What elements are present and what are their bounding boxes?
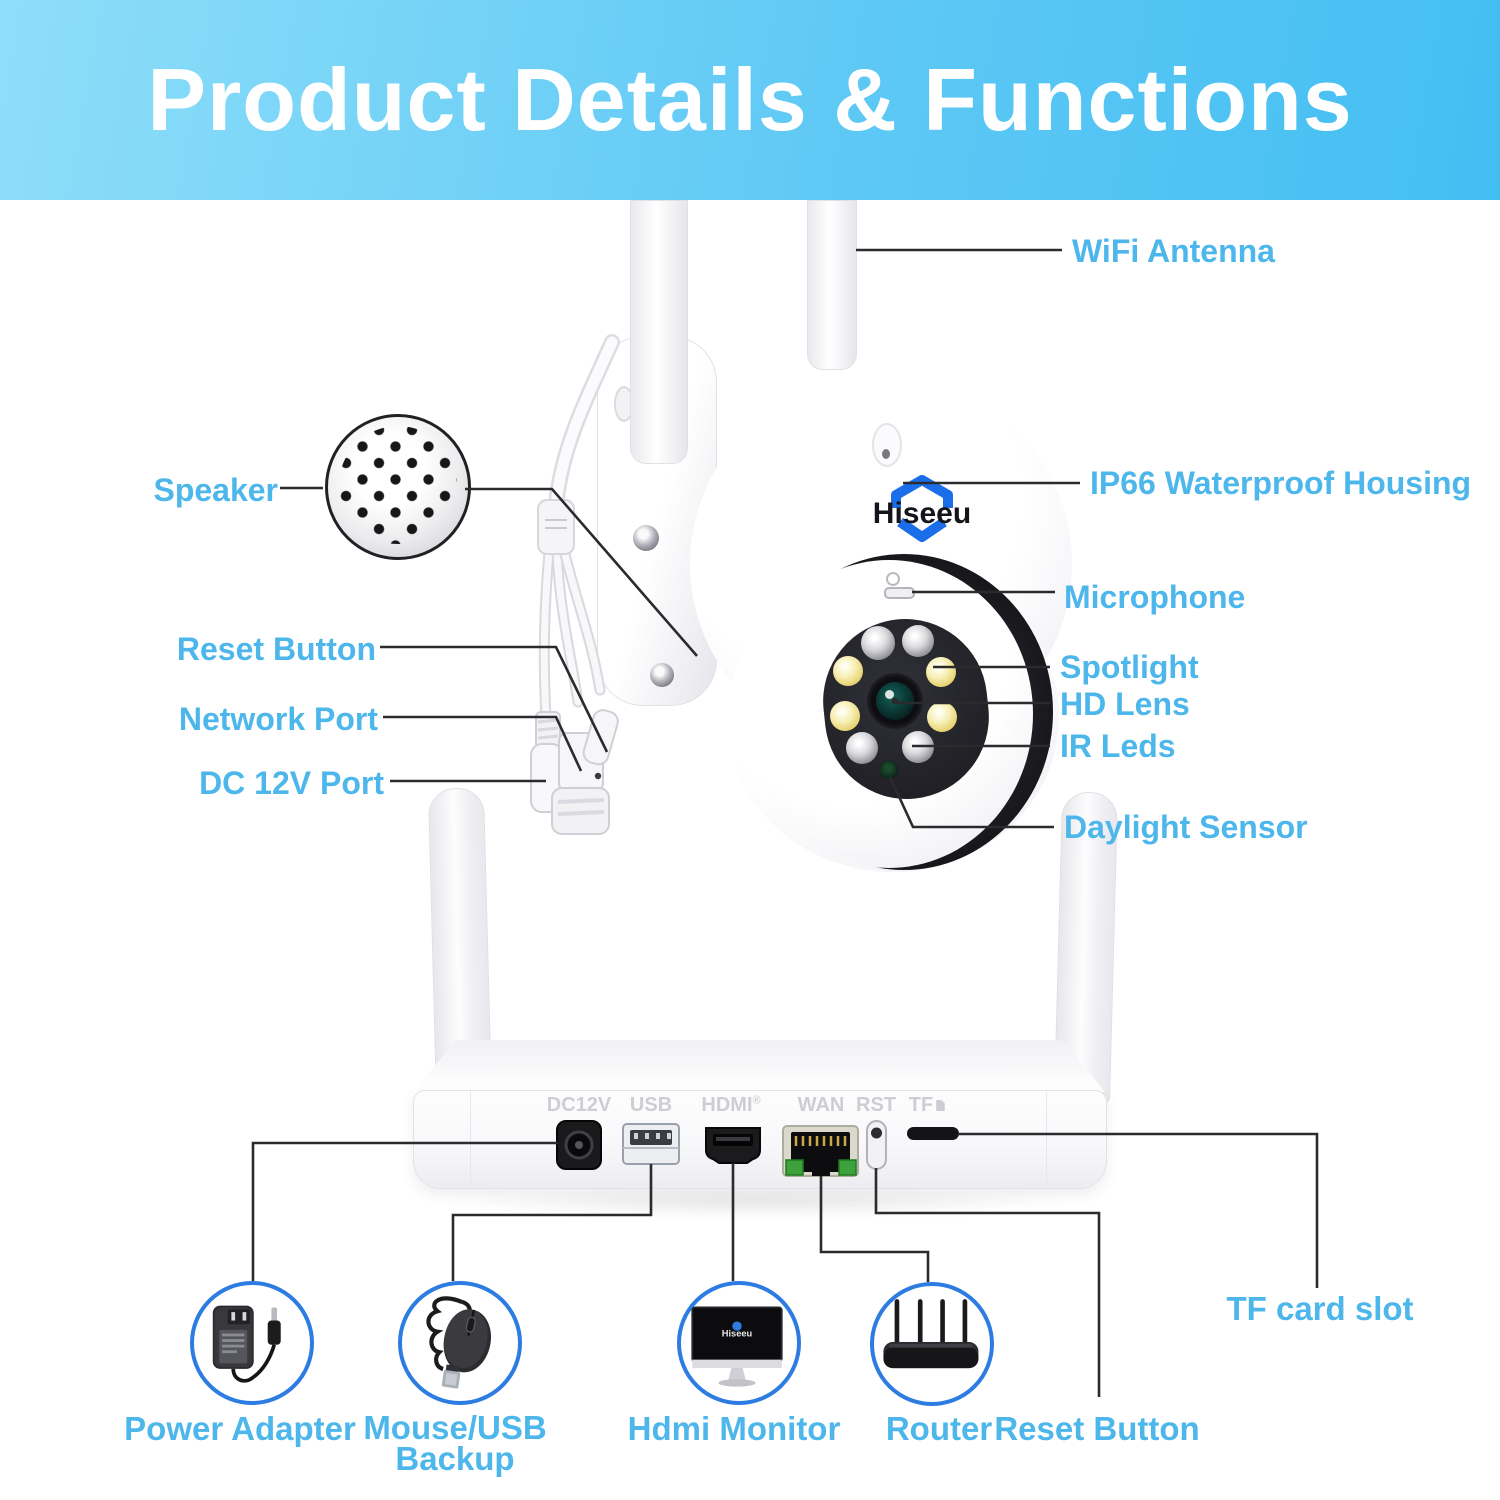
- hd-lens-glass: [876, 682, 914, 720]
- reset-button-line: [380, 645, 609, 753]
- network-port-line: [383, 715, 583, 772]
- label-daylight-sensor: Daylight Sensor: [1064, 809, 1308, 845]
- shield-bottom-icon: [897, 517, 947, 542]
- monitor-circle: Hiseeu: [677, 1281, 801, 1405]
- label-speaker: Speaker: [153, 472, 278, 508]
- camera-wifi-antenna-right: [807, 200, 857, 370]
- label-mouse-usb-backup: Mouse/USB Backup: [363, 1409, 547, 1477]
- spotlight-led: [830, 701, 860, 731]
- label-wifi-antenna: WiFi Antenna: [1072, 233, 1275, 269]
- label-network-port: Network Port: [178, 701, 378, 737]
- label-ip66-housing: IP66 Waterproof Housing: [1090, 465, 1472, 501]
- label-microphone: Microphone: [1064, 579, 1246, 615]
- lens-glint: [885, 690, 894, 699]
- hdmi-registered-mark: ®: [752, 1094, 761, 1107]
- power-adapter-icon: [212, 1305, 281, 1383]
- label-spotlight: Spotlight: [1060, 649, 1199, 685]
- ir-led: [846, 732, 878, 764]
- label-hd-lens: HD Lens: [1060, 686, 1190, 722]
- speaker-grille: [339, 426, 457, 544]
- microphone-slot: [884, 587, 915, 599]
- ir-led: [861, 626, 895, 660]
- ir-led: [902, 625, 934, 657]
- spotlight-led: [833, 656, 863, 686]
- hiseeu-logo: Hiseeu: [873, 475, 971, 542]
- ir-led: [902, 731, 934, 763]
- pigtail-dc-connector: [530, 711, 564, 813]
- spotlight-led: [927, 702, 957, 732]
- mouse-icon: [426, 1296, 492, 1389]
- mouse-circle: [398, 1281, 522, 1405]
- bracket-screw-hole: [633, 525, 659, 551]
- header-banner: Product Details & Functions: [0, 0, 1500, 200]
- pigtail-network-connector: [551, 732, 610, 835]
- speaker-zoom-circle: [325, 414, 471, 560]
- daylight-sensor: [879, 760, 899, 780]
- label-hdmi-monitor: Hdmi Monitor: [627, 1410, 841, 1447]
- microphone-hole: [886, 572, 900, 586]
- label-reset-button-nvr: Reset Button: [994, 1410, 1200, 1447]
- page-title: Product Details & Functions: [147, 50, 1353, 149]
- shield-top-icon: [891, 475, 953, 508]
- monitor-screen-logo: Hiseeu: [722, 1328, 753, 1338]
- port-label-usb: USB: [629, 1094, 673, 1116]
- router-icon: [883, 1299, 979, 1369]
- label-power-adapter: Power Adapter: [124, 1410, 356, 1447]
- label-tf-card-slot: TF card slot: [1226, 1290, 1414, 1327]
- pigtail-splitter: [537, 499, 575, 555]
- port-label-hdmi: HDMI®: [701, 1094, 761, 1116]
- port-label-rst: RST: [856, 1094, 896, 1116]
- pigtail-reset-stub: [582, 709, 619, 766]
- label-reset-button: Reset Button: [176, 631, 376, 667]
- label-router: Router: [885, 1410, 993, 1447]
- brand-text: Hiseeu: [873, 497, 971, 530]
- router-circle: [870, 1282, 994, 1406]
- port-label-dc12v: DC12V: [546, 1094, 612, 1116]
- camera-wifi-antenna-left: [630, 200, 688, 464]
- label-dc-12v-port: DC 12V Port: [199, 765, 384, 801]
- port-label-tf: TF: [909, 1094, 946, 1117]
- nvr-top-surface: [413, 1040, 1105, 1092]
- tf-card-icon: [936, 1100, 946, 1111]
- port-label-wan: WAN: [797, 1094, 845, 1116]
- nvr-corner-crease: [1046, 1092, 1047, 1184]
- dome-notch: [872, 423, 902, 467]
- nvr-shadow: [440, 1186, 1070, 1218]
- monitor-icon: Hiseeu: [691, 1306, 783, 1387]
- spotlight-led: [926, 657, 956, 687]
- label-ir-leds: IR Leds: [1060, 728, 1176, 764]
- power-adapter-circle: [190, 1281, 314, 1405]
- bracket-screw-hole: [650, 663, 674, 687]
- nvr-corner-crease: [470, 1092, 471, 1184]
